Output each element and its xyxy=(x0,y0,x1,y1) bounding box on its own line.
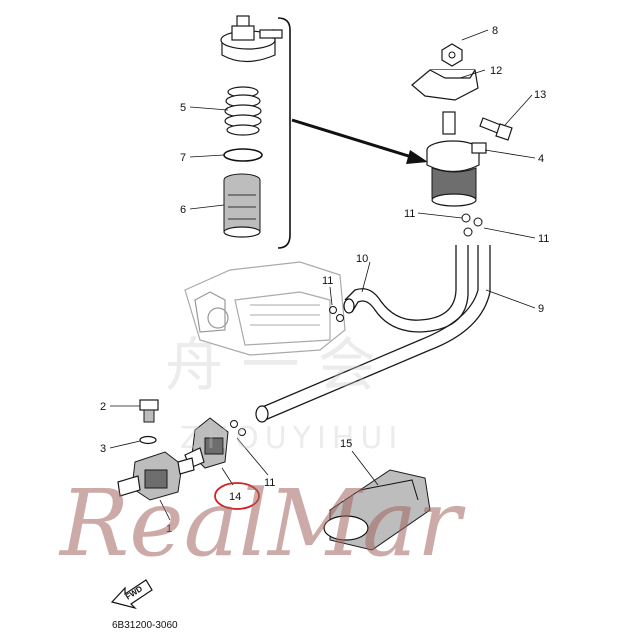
label-part-12: 12 xyxy=(490,65,502,77)
filter-cap-exploded xyxy=(220,15,283,63)
label-part-11-engine: 11 xyxy=(322,275,333,287)
fuel-hose-10 xyxy=(344,245,457,321)
filter-element-spring xyxy=(224,86,262,136)
fuel-hose-9-end xyxy=(255,405,269,423)
clip-filter-upper xyxy=(461,213,471,223)
clip-filter-lower xyxy=(463,227,473,237)
highlight-ring-part-14 xyxy=(214,482,260,510)
fuel-filter-assembly xyxy=(426,111,487,207)
label-part-15: 15 xyxy=(340,438,352,450)
label-part-3: 3 xyxy=(100,443,106,455)
exploded-view-arrow xyxy=(291,118,416,160)
clip-engine-a xyxy=(329,306,337,314)
bolt xyxy=(479,117,513,141)
clip-pump-a xyxy=(230,420,238,428)
fuel-hose-9-edge xyxy=(264,245,491,421)
hex-nut xyxy=(441,43,463,67)
label-part-9: 9 xyxy=(538,303,544,315)
label-part-13: 13 xyxy=(534,89,546,101)
brand-overlay: RealMar xyxy=(58,470,466,577)
label-part-5: 5 xyxy=(180,102,186,114)
fuel-hose-10-edge xyxy=(351,245,469,333)
o-ring xyxy=(223,148,263,162)
label-part-2: 2 xyxy=(100,401,106,413)
label-part-11-pump: 11 xyxy=(264,477,275,489)
watermark-en: ZHOUYIHUI xyxy=(180,421,403,456)
leader-lines xyxy=(109,29,536,521)
label-part-14: 14 xyxy=(229,491,241,503)
washer-3 xyxy=(139,435,157,445)
bolt-2 xyxy=(139,399,159,423)
label-part-7: 7 xyxy=(180,152,186,164)
clip-engine-b xyxy=(336,314,344,322)
label-part-6: 6 xyxy=(180,204,186,216)
mounting-bracket xyxy=(411,69,479,101)
filter-cup xyxy=(223,173,261,238)
clip-pump-b xyxy=(238,428,246,436)
engine-block-outline xyxy=(184,261,346,356)
exploded-view-bracket xyxy=(277,17,291,249)
label-part-1: 1 xyxy=(166,523,172,535)
label-part-8: 8 xyxy=(492,25,498,37)
label-part-11-right: 11 xyxy=(538,233,549,245)
drawing-code: 6B31200-3060 xyxy=(112,620,178,631)
forward-direction-arrow: FWD xyxy=(110,579,153,610)
clip-filter-right xyxy=(473,217,483,227)
fuel-hose-10-end xyxy=(343,298,355,314)
label-part-11-filter: 11 xyxy=(404,208,415,220)
rubber-grommet-15 xyxy=(323,469,431,551)
exploded-view-arrowhead xyxy=(406,150,428,164)
label-part-10: 10 xyxy=(356,253,368,265)
fuel-joint-1 xyxy=(117,451,195,501)
watermark-cn: 舟 一 会 xyxy=(165,331,376,399)
label-part-4: 4 xyxy=(538,153,544,165)
